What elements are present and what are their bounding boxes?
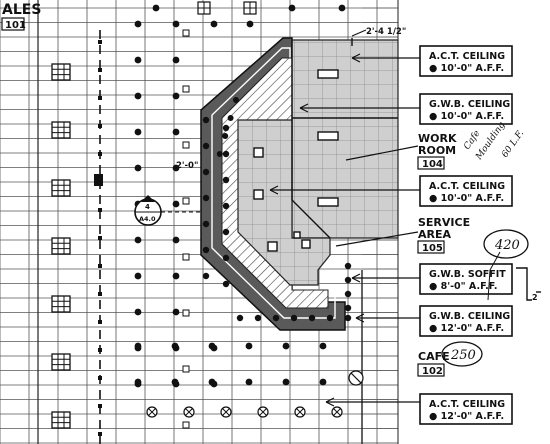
window-grid xyxy=(51,237,71,255)
room-name-work-line1: WORK xyxy=(418,132,457,145)
pendant-symbol xyxy=(348,370,364,386)
window-grid xyxy=(51,353,71,371)
downlight-dot xyxy=(172,164,180,172)
ceiling-tag-6: A.C.T. CEILING ● 12'-0" A.F.F. xyxy=(419,393,513,425)
room-name-work-line2: ROOM xyxy=(418,144,456,157)
room-name-service-line2: AREA xyxy=(418,228,451,241)
downlight-dot xyxy=(172,236,180,244)
window-grid xyxy=(51,63,71,81)
light-fixtures xyxy=(253,69,339,252)
room-number-sales: 101 xyxy=(5,20,26,31)
room-number-work: 104 xyxy=(422,159,443,170)
area-250-callout: 250 xyxy=(441,341,483,367)
window-grids xyxy=(51,1,257,429)
downlight-dot xyxy=(172,20,180,28)
room-number-service: 105 xyxy=(422,243,443,254)
room-number-box-work xyxy=(417,156,445,170)
room-name-sales: ALES xyxy=(2,2,41,18)
svg-text:250: 250 xyxy=(450,348,476,363)
downlight-dot xyxy=(134,236,142,244)
downlight-dot xyxy=(134,128,142,136)
svg-text:● 12'-0" A.F.F.: ● 12'-0" A.F.F. xyxy=(429,411,504,422)
room-number-box-sales xyxy=(1,17,25,31)
work-room-act-ceiling xyxy=(291,39,399,239)
downlight-dot xyxy=(134,56,142,64)
svg-text:G.W.B. CEILING: G.W.B. CEILING xyxy=(429,311,510,322)
ceiling-tag-3: A.C.T. CEILING ● 10'-0" A.F.F. xyxy=(419,175,513,207)
dimension-top: 2'-4 1/2" xyxy=(366,27,406,37)
downlight-dot xyxy=(172,308,180,316)
downlight-dot xyxy=(172,56,180,64)
svg-text:A.C.T. CEILING: A.C.T. CEILING xyxy=(429,181,505,192)
window-grid xyxy=(51,121,71,139)
svg-text:2: 2 xyxy=(532,293,538,302)
room-number-cafe: 102 xyxy=(422,366,443,377)
svg-text:G.W.B. CEILING: G.W.B. CEILING xyxy=(429,99,510,110)
svg-text:60 L.F.: 60 L.F. xyxy=(500,129,526,160)
downlight-dot xyxy=(134,272,142,280)
dimension-top-line xyxy=(351,29,367,37)
downlight-dot xyxy=(134,164,142,172)
svg-text:4: 4 xyxy=(145,203,150,211)
svg-text:A.C.T. CEILING: A.C.T. CEILING xyxy=(429,399,505,410)
svg-text:G.W.B. SOFFIT: G.W.B. SOFFIT xyxy=(429,269,506,280)
room-name-service-line1: SERVICE xyxy=(418,216,470,229)
ceiling-tag-1: A.C.T. CEILING ● 10'-0" A.F.F. xyxy=(419,45,513,77)
svg-text:● 8'-0" A.F.F.: ● 8'-0" A.F.F. xyxy=(429,281,497,292)
partition-lines xyxy=(291,38,398,239)
window-grid xyxy=(51,179,71,197)
ceiling-tag-5: G.W.B. CEILING ● 12'-0" A.F.F. xyxy=(419,305,513,337)
svg-text:A4.0: A4.0 xyxy=(139,215,156,223)
column-marker xyxy=(94,174,103,186)
dimension-left: 2'-0" xyxy=(176,161,198,171)
svg-text:● 10'-0" A.F.F.: ● 10'-0" A.F.F. xyxy=(429,63,504,74)
window-grid xyxy=(51,411,71,429)
area-420-callout: 420 xyxy=(483,229,529,301)
soffit-detail-profile: 2 xyxy=(516,267,541,302)
room-number-box-cafe xyxy=(417,363,445,377)
ceiling-tag-4: G.W.B. SOFFIT ● 8'-0" A.F.F. xyxy=(419,263,513,295)
svg-text:● 10'-0" A.F.F.: ● 10'-0" A.F.F. xyxy=(429,193,504,204)
downlight-dot xyxy=(134,92,142,100)
downlight-dot xyxy=(210,20,218,28)
downlight-dot xyxy=(172,272,180,280)
downlight-dot xyxy=(172,200,180,208)
downlight-dot xyxy=(172,128,180,136)
window-grid xyxy=(51,295,71,313)
downlight-dot xyxy=(134,308,142,316)
section-marker: 4 A4.0 xyxy=(134,195,200,226)
room-number-box-service xyxy=(417,240,445,254)
svg-text:420: 420 xyxy=(494,238,520,253)
svg-text:A.C.T. CEILING: A.C.T. CEILING xyxy=(429,51,505,62)
leader-arrows xyxy=(269,53,420,407)
ceiling-tag-2: G.W.B. CEILING ● 10'-0" A.F.F. xyxy=(419,93,513,125)
downlight-dot xyxy=(172,92,180,100)
downlight-dot xyxy=(134,20,142,28)
svg-text:● 12'-0" A.F.F.: ● 12'-0" A.F.F. xyxy=(429,323,504,334)
cafe-molding-note: Cafe Moulding 60 L.F. xyxy=(462,120,526,162)
diffuser-symbols xyxy=(146,406,343,418)
svg-text:● 10'-0" A.F.F.: ● 10'-0" A.F.F. xyxy=(429,111,504,122)
